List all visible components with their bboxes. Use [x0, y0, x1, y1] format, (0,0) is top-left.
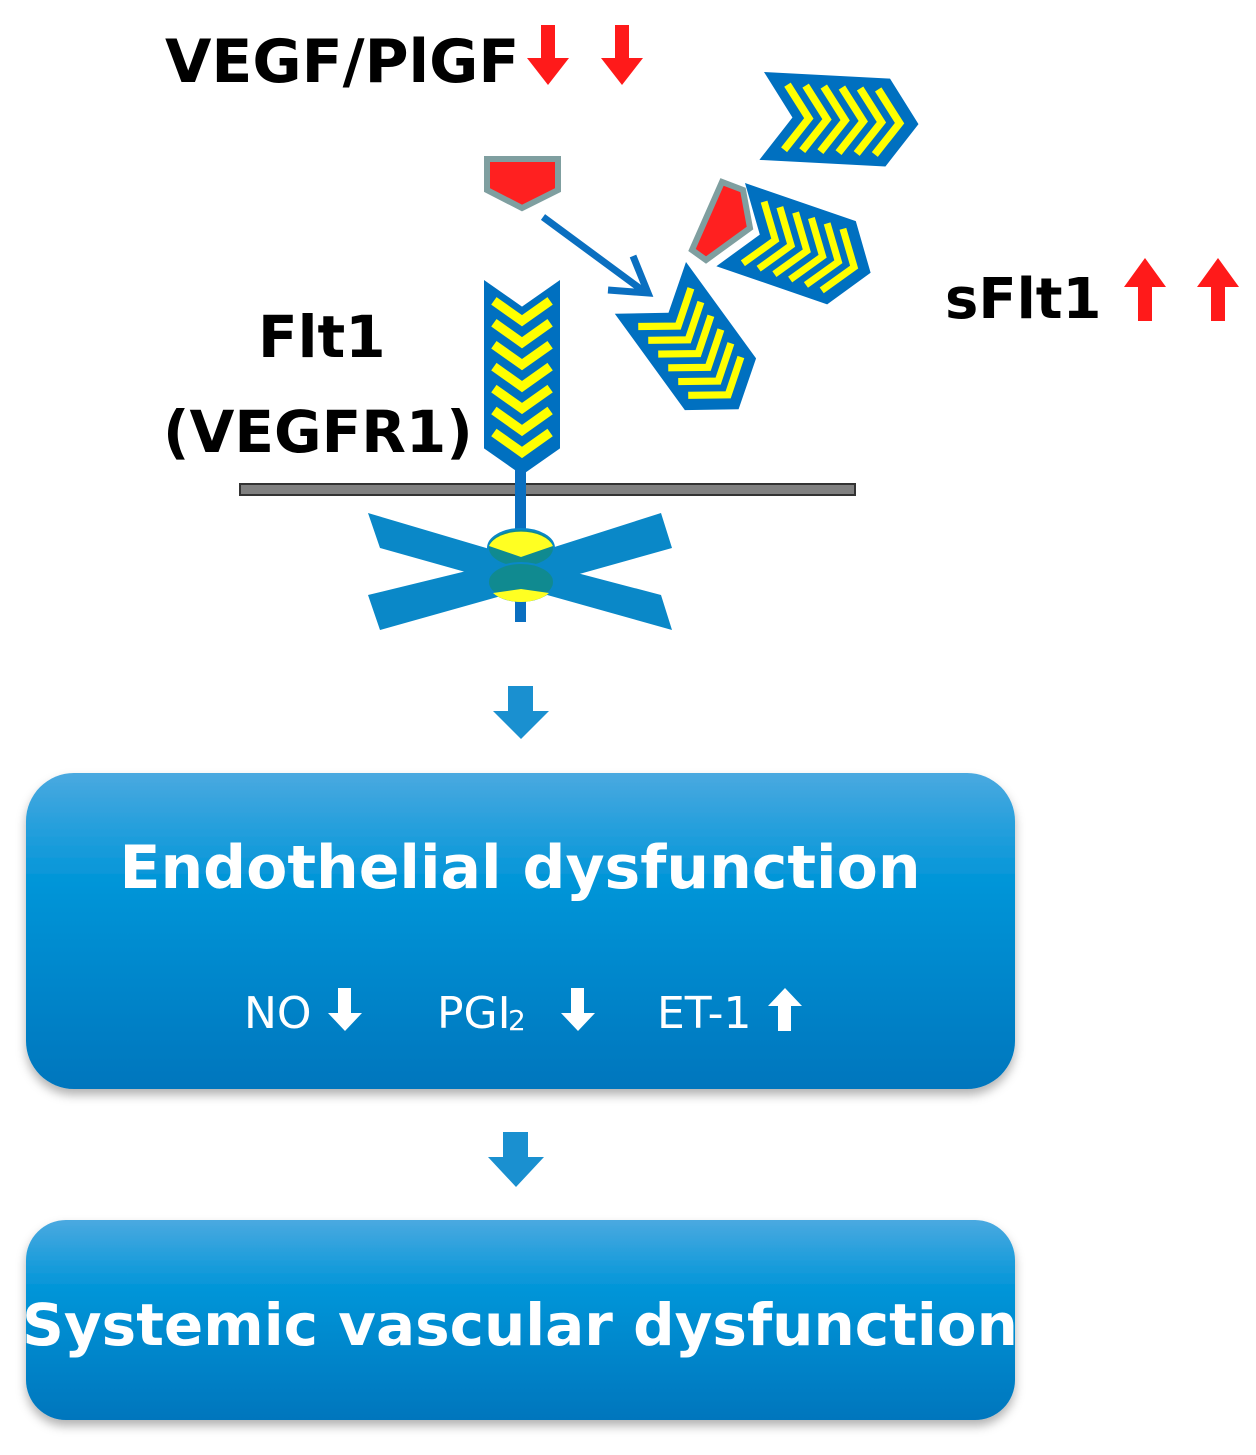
chevron-stripe — [658, 314, 715, 358]
marker-no: NO — [244, 988, 312, 1039]
marker-et1: ET-1 — [657, 988, 752, 1039]
chevron-stripe — [688, 355, 745, 399]
chevron-stripe — [491, 340, 553, 371]
systemic-dysfunction-box: Systemic vascular dysfunction — [22, 1220, 1018, 1420]
membrane-receptor-icon — [484, 280, 560, 475]
kinase-ellipses — [487, 528, 555, 602]
soluble-receptor-icon — [759, 72, 919, 167]
chevron-stripe — [491, 319, 553, 349]
white-down-arrow-icon — [328, 988, 362, 1031]
sflt1-increase-arrows — [1124, 258, 1239, 321]
chevron-stripe — [871, 87, 905, 157]
receptors — [484, 72, 919, 475]
flow-down-arrow-icon — [493, 686, 549, 739]
chevron-stripe — [819, 227, 859, 294]
chevron-stripe — [678, 342, 735, 386]
chevron-stripe — [491, 384, 553, 415]
endothelial-dysfunction-box: Endothelial dysfunction NO PGI 2 ET-1 — [26, 773, 1015, 1089]
chevron-stripe — [835, 85, 868, 155]
flow-down-arrow-icon — [488, 1132, 544, 1187]
chevron-stripe — [772, 211, 811, 277]
binding-arrow-icon — [540, 214, 654, 297]
soluble-receptor-icon — [716, 183, 871, 305]
endothelial-title: Endothelial dysfunction — [119, 833, 920, 903]
receptor-alt-label: (VEGFR1) — [163, 398, 473, 466]
chevron-stripe — [491, 362, 553, 393]
systemic-title: Systemic vascular dysfunction — [22, 1291, 1018, 1359]
soluble-receptor-label: sFlt1 — [945, 267, 1102, 332]
chevron-stripe — [756, 206, 796, 272]
chevron-stripe — [491, 297, 553, 327]
receptor-label: Flt1 — [258, 303, 386, 371]
chevron-stripe — [740, 200, 780, 267]
chevron-stripe — [799, 83, 832, 154]
red-down-arrow-icon — [601, 25, 643, 85]
red-down-arrow-icon — [527, 25, 569, 85]
bound-ligand-icon — [688, 178, 754, 264]
chevron-stripe — [648, 300, 705, 344]
chevron-stripe — [491, 428, 553, 459]
marker-pgi-subscript: 2 — [508, 1004, 526, 1037]
chevron-stripe — [788, 216, 827, 283]
free-ligand-icon — [484, 156, 561, 212]
chevron-stripe — [803, 222, 843, 288]
chevron-stripe — [491, 406, 553, 437]
chevron-stripe — [781, 82, 814, 153]
red-up-arrow-icon — [1124, 258, 1166, 321]
cell-membrane — [239, 483, 856, 496]
chevron-stripe — [638, 287, 695, 331]
chevron-stripe — [817, 84, 850, 154]
ligand-decrease-arrows — [527, 25, 643, 85]
chevron-stripe — [668, 328, 725, 372]
receptor-outline — [484, 280, 560, 475]
marker-pgi: PGI — [437, 988, 511, 1039]
red-up-arrow-icon — [1197, 258, 1239, 321]
chevron-stripe — [853, 86, 887, 156]
ligand-label: VEGF/PlGF — [165, 27, 519, 97]
white-up-arrow-icon — [768, 988, 802, 1031]
white-down-arrow-icon — [561, 988, 595, 1031]
soluble-receptor-icon — [614, 262, 757, 411]
